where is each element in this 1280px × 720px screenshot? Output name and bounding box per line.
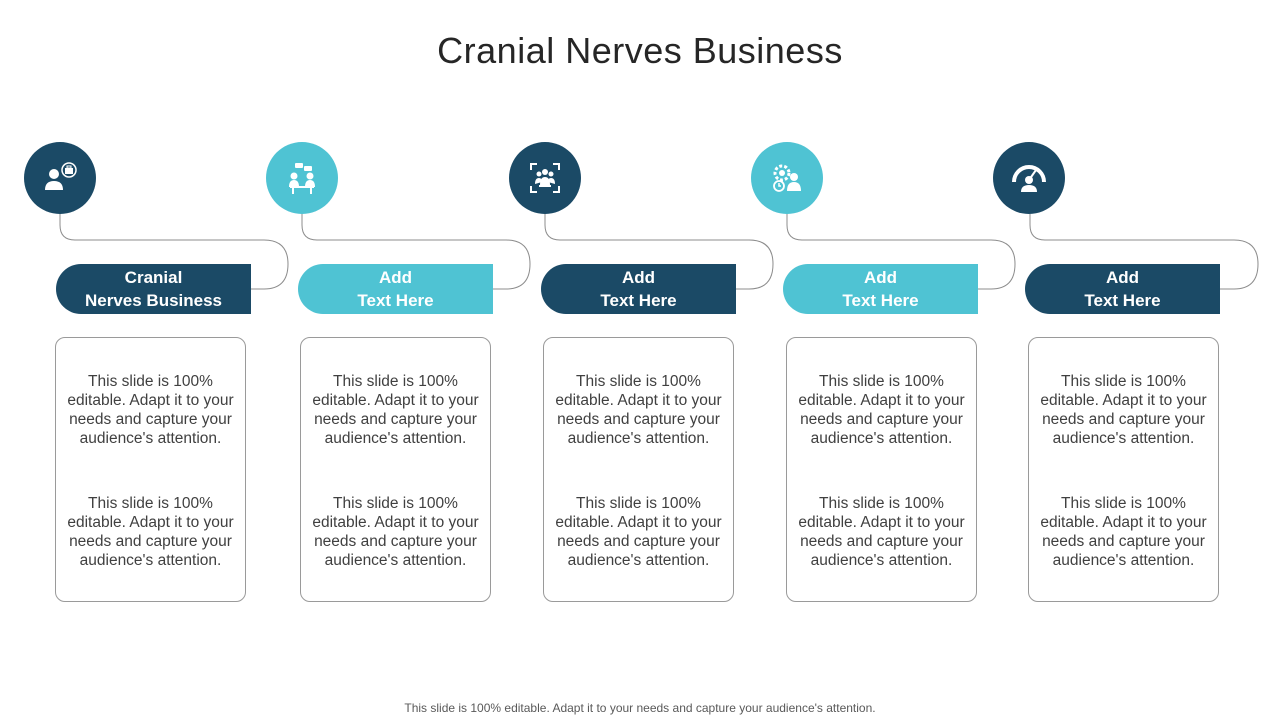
user-gear-clock-icon xyxy=(773,164,801,192)
slide-title: Cranial Nerves Business xyxy=(437,30,843,71)
step-4-text-1: This slide is 100% editable. Adapt it to… xyxy=(798,373,965,447)
step-2: Add Text Here This slide is 100% editabl… xyxy=(266,0,536,720)
step-2-label: Add Text Here xyxy=(298,264,493,314)
step-3-text-2: This slide is 100% editable. Adapt it to… xyxy=(555,495,722,569)
step-2-text-box: This slide is 100% editable. Adapt it to… xyxy=(300,337,491,602)
step-1-text-box: This slide is 100% editable. Adapt it to… xyxy=(55,337,246,602)
step-4-label: Add Text Here xyxy=(783,264,978,314)
step-3-text-box: This slide is 100% editable. Adapt it to… xyxy=(543,337,734,602)
step-5-text-box: This slide is 100% editable. Adapt it to… xyxy=(1028,337,1219,602)
step-1-text-2: This slide is 100% editable. Adapt it to… xyxy=(67,495,234,569)
step-4-text-box: This slide is 100% editable. Adapt it to… xyxy=(786,337,977,602)
step-2-text-2: This slide is 100% editable. Adapt it to… xyxy=(312,495,479,569)
team-meeting-icon xyxy=(289,163,315,194)
group-focus-icon xyxy=(530,163,560,193)
footer-note: This slide is 100% editable. Adapt it to… xyxy=(404,701,876,715)
step-1-label: Cranial Nerves Business xyxy=(56,264,251,314)
step-5-icon-circle xyxy=(993,142,1065,214)
step-1-text-1: This slide is 100% editable. Adapt it to… xyxy=(67,373,234,447)
step-3-icon-circle xyxy=(509,142,581,214)
step-4-icon-circle xyxy=(751,142,823,214)
step-3: Add Text Here This slide is 100% editabl… xyxy=(509,0,779,720)
step-5-label: Add Text Here xyxy=(1025,264,1220,314)
step-5-text-2: This slide is 100% editable. Adapt it to… xyxy=(1040,495,1207,569)
user-gauge-icon xyxy=(1012,165,1046,192)
step-1-icon-circle xyxy=(24,142,96,214)
step-4: Add Text Here This slide is 100% editabl… xyxy=(751,0,1021,720)
step-2-text-1: This slide is 100% editable. Adapt it to… xyxy=(312,373,479,447)
step-4-text-2: This slide is 100% editable. Adapt it to… xyxy=(798,495,965,569)
step-5-text-1: This slide is 100% editable. Adapt it to… xyxy=(1040,373,1207,447)
step-3-text-1: This slide is 100% editable. Adapt it to… xyxy=(555,373,722,447)
step-1: Cranial Nerves Business This slide is 10… xyxy=(24,0,294,720)
step-3-label: Add Text Here xyxy=(541,264,736,314)
step-2-icon-circle xyxy=(266,142,338,214)
businessman-briefcase-icon xyxy=(45,162,77,190)
step-5: Add Text Here This slide is 100% editabl… xyxy=(993,0,1263,720)
